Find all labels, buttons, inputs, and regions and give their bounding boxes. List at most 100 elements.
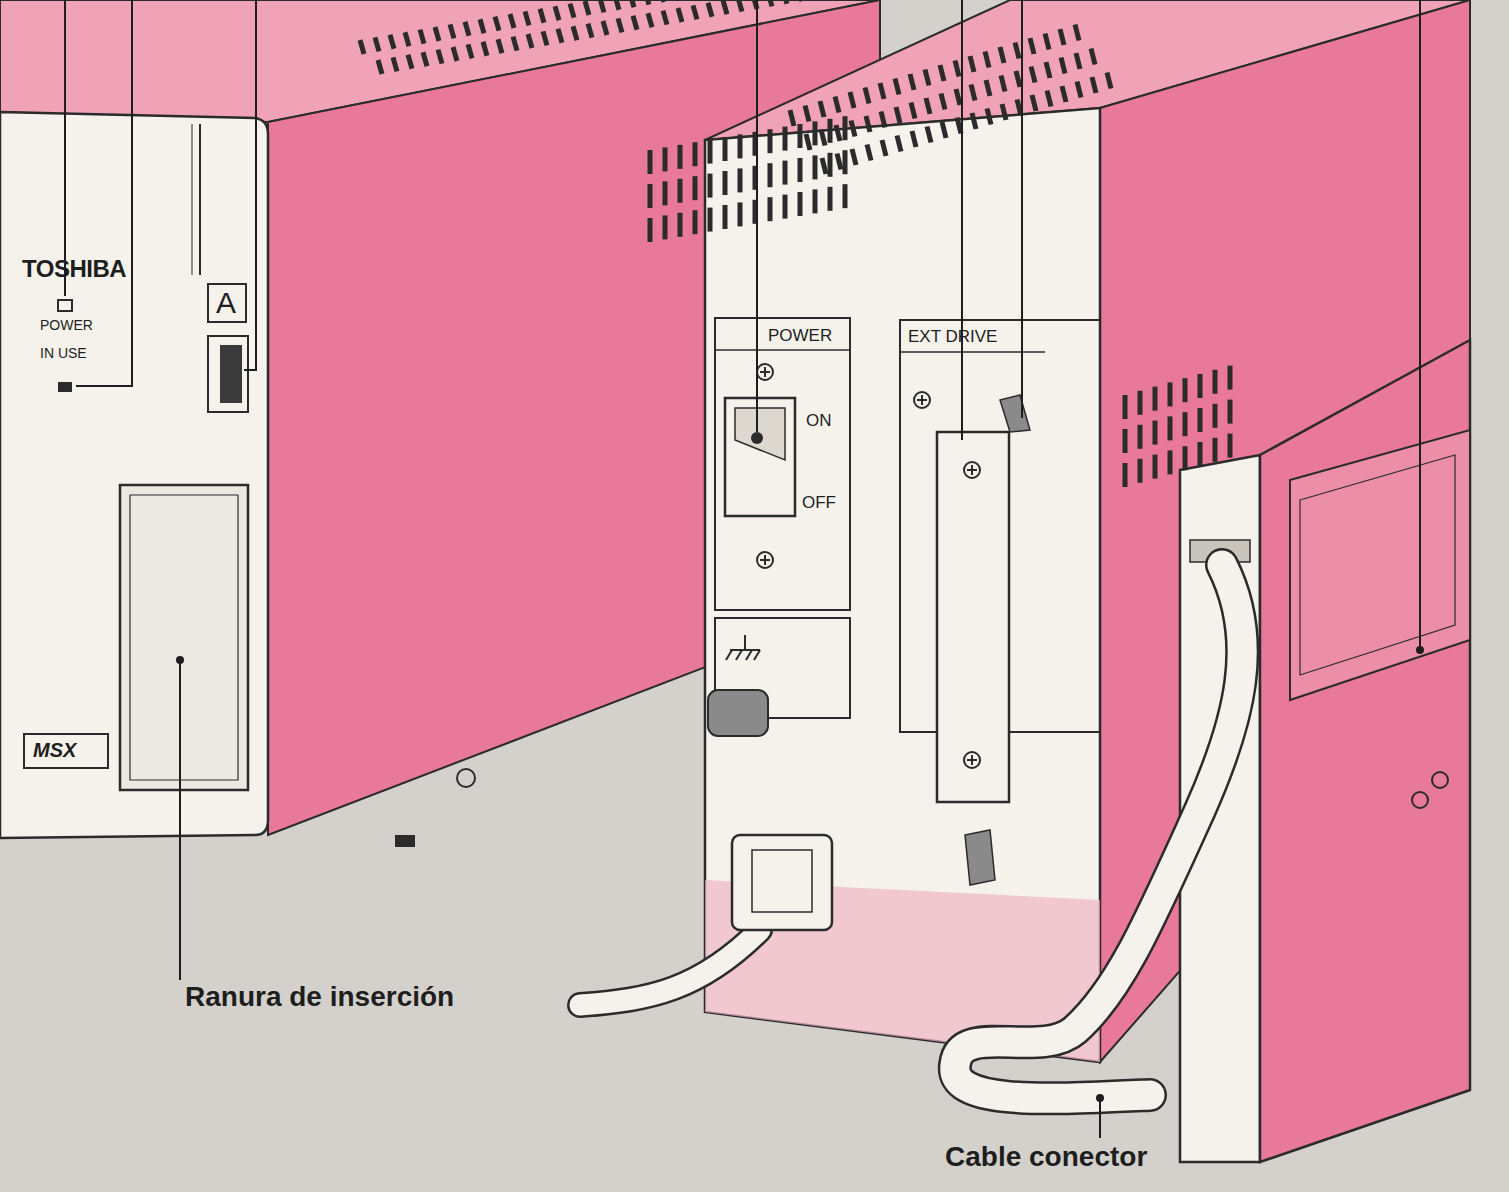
vent-slit (633, 16, 637, 30)
vent-slit (603, 21, 607, 35)
vent-slit (708, 140, 713, 164)
vent-slit (1000, 47, 1004, 63)
vent-slit (940, 65, 944, 81)
vent-slit (1030, 38, 1034, 54)
vent-slit (708, 208, 713, 232)
vent-slit (1091, 49, 1095, 65)
screw (914, 392, 930, 408)
foot (395, 835, 415, 847)
vent-slit (843, 184, 848, 208)
eject-button (220, 345, 242, 403)
vent-slit (663, 11, 667, 25)
vent-slit (570, 4, 574, 18)
drive-front (0, 112, 268, 838)
part-label: Cable conector (945, 1142, 1147, 1173)
latch (965, 830, 995, 885)
vent-slit (1060, 29, 1064, 45)
vent-slit (1046, 62, 1050, 78)
vent-slit (768, 163, 773, 187)
vent-slit (881, 112, 885, 128)
vent-slit (378, 60, 382, 74)
screw (1412, 792, 1428, 808)
vent-slit (423, 52, 427, 66)
drive-back-panel (705, 108, 1100, 1062)
vent-slit (1017, 100, 1021, 116)
vent-slit (820, 101, 824, 117)
leader-dot (1416, 646, 1424, 654)
vent-slit (880, 83, 884, 99)
vent-slit (738, 202, 743, 226)
ext-connector-plate (937, 432, 1009, 802)
vent-slit (805, 106, 809, 122)
power-led (58, 300, 72, 311)
vent-slit (768, 129, 773, 153)
vent-slit (806, 134, 810, 150)
msx-logo: MSX (33, 739, 76, 761)
vent-slit (360, 40, 364, 54)
vent-slit (1228, 434, 1233, 458)
vent-slit (645, 0, 649, 5)
vent-slit (585, 1, 589, 15)
cartridge-label (1300, 455, 1455, 675)
vent-slit (843, 116, 848, 140)
insertion-slot (130, 495, 238, 780)
vent-slit (723, 0, 727, 14)
vent-slit (912, 131, 916, 147)
vent-slit (843, 150, 848, 174)
vent-slit (480, 19, 484, 33)
vent-slit (663, 181, 668, 205)
vent-slit (813, 189, 818, 213)
front-groove (199, 124, 201, 275)
ext-drive-panel (900, 351, 1045, 353)
vent-slit (663, 215, 668, 239)
vent-slit (942, 122, 946, 138)
cartridge-side (1260, 340, 1470, 1162)
vent-slit (882, 140, 886, 156)
switch-label: ON (806, 412, 832, 431)
ground-terminal (708, 690, 768, 736)
vent-slit (453, 47, 457, 61)
power-switch (735, 408, 785, 460)
vent-slit (828, 119, 833, 143)
ground-symbol (726, 635, 760, 660)
vent-slit (708, 3, 712, 17)
cartridge-label (1290, 430, 1470, 700)
panel-screws (757, 364, 980, 768)
drive-letter-box (208, 284, 246, 322)
vent-slit (1213, 438, 1218, 462)
vent-slit (1228, 366, 1233, 390)
vent-slit (1153, 421, 1158, 445)
vent-slit (1076, 53, 1080, 69)
vent-slit (985, 52, 989, 68)
vent-slit (895, 79, 899, 95)
drive-letter: A (216, 286, 236, 319)
vent-slit (1198, 442, 1203, 466)
switch-label: OFF (802, 494, 836, 513)
screw (457, 769, 475, 787)
vent-slit (835, 97, 839, 113)
panel-label: POWER (768, 327, 832, 346)
vent-slit (911, 103, 915, 119)
vent-slit (435, 27, 439, 41)
vent-slit (822, 158, 826, 174)
screw (1432, 772, 1448, 788)
vent-slit (1045, 34, 1049, 50)
vent-slit (851, 121, 855, 137)
vent-slit (1032, 95, 1036, 111)
power-switch (751, 432, 763, 444)
vent-slit (678, 145, 683, 169)
msx-logo-box (24, 734, 108, 768)
vent-slit (483, 42, 487, 56)
insertion-slot (120, 485, 248, 790)
vent-slit (971, 85, 975, 101)
vent-slit (405, 32, 409, 46)
vent-slit (678, 8, 682, 22)
vent-slit (850, 92, 854, 108)
vent-slit (1168, 450, 1173, 474)
power-panel (715, 349, 850, 351)
vent-slit (798, 192, 803, 216)
vent-slit (528, 34, 532, 48)
vent-slit (798, 158, 803, 182)
vent-slit (450, 24, 454, 38)
